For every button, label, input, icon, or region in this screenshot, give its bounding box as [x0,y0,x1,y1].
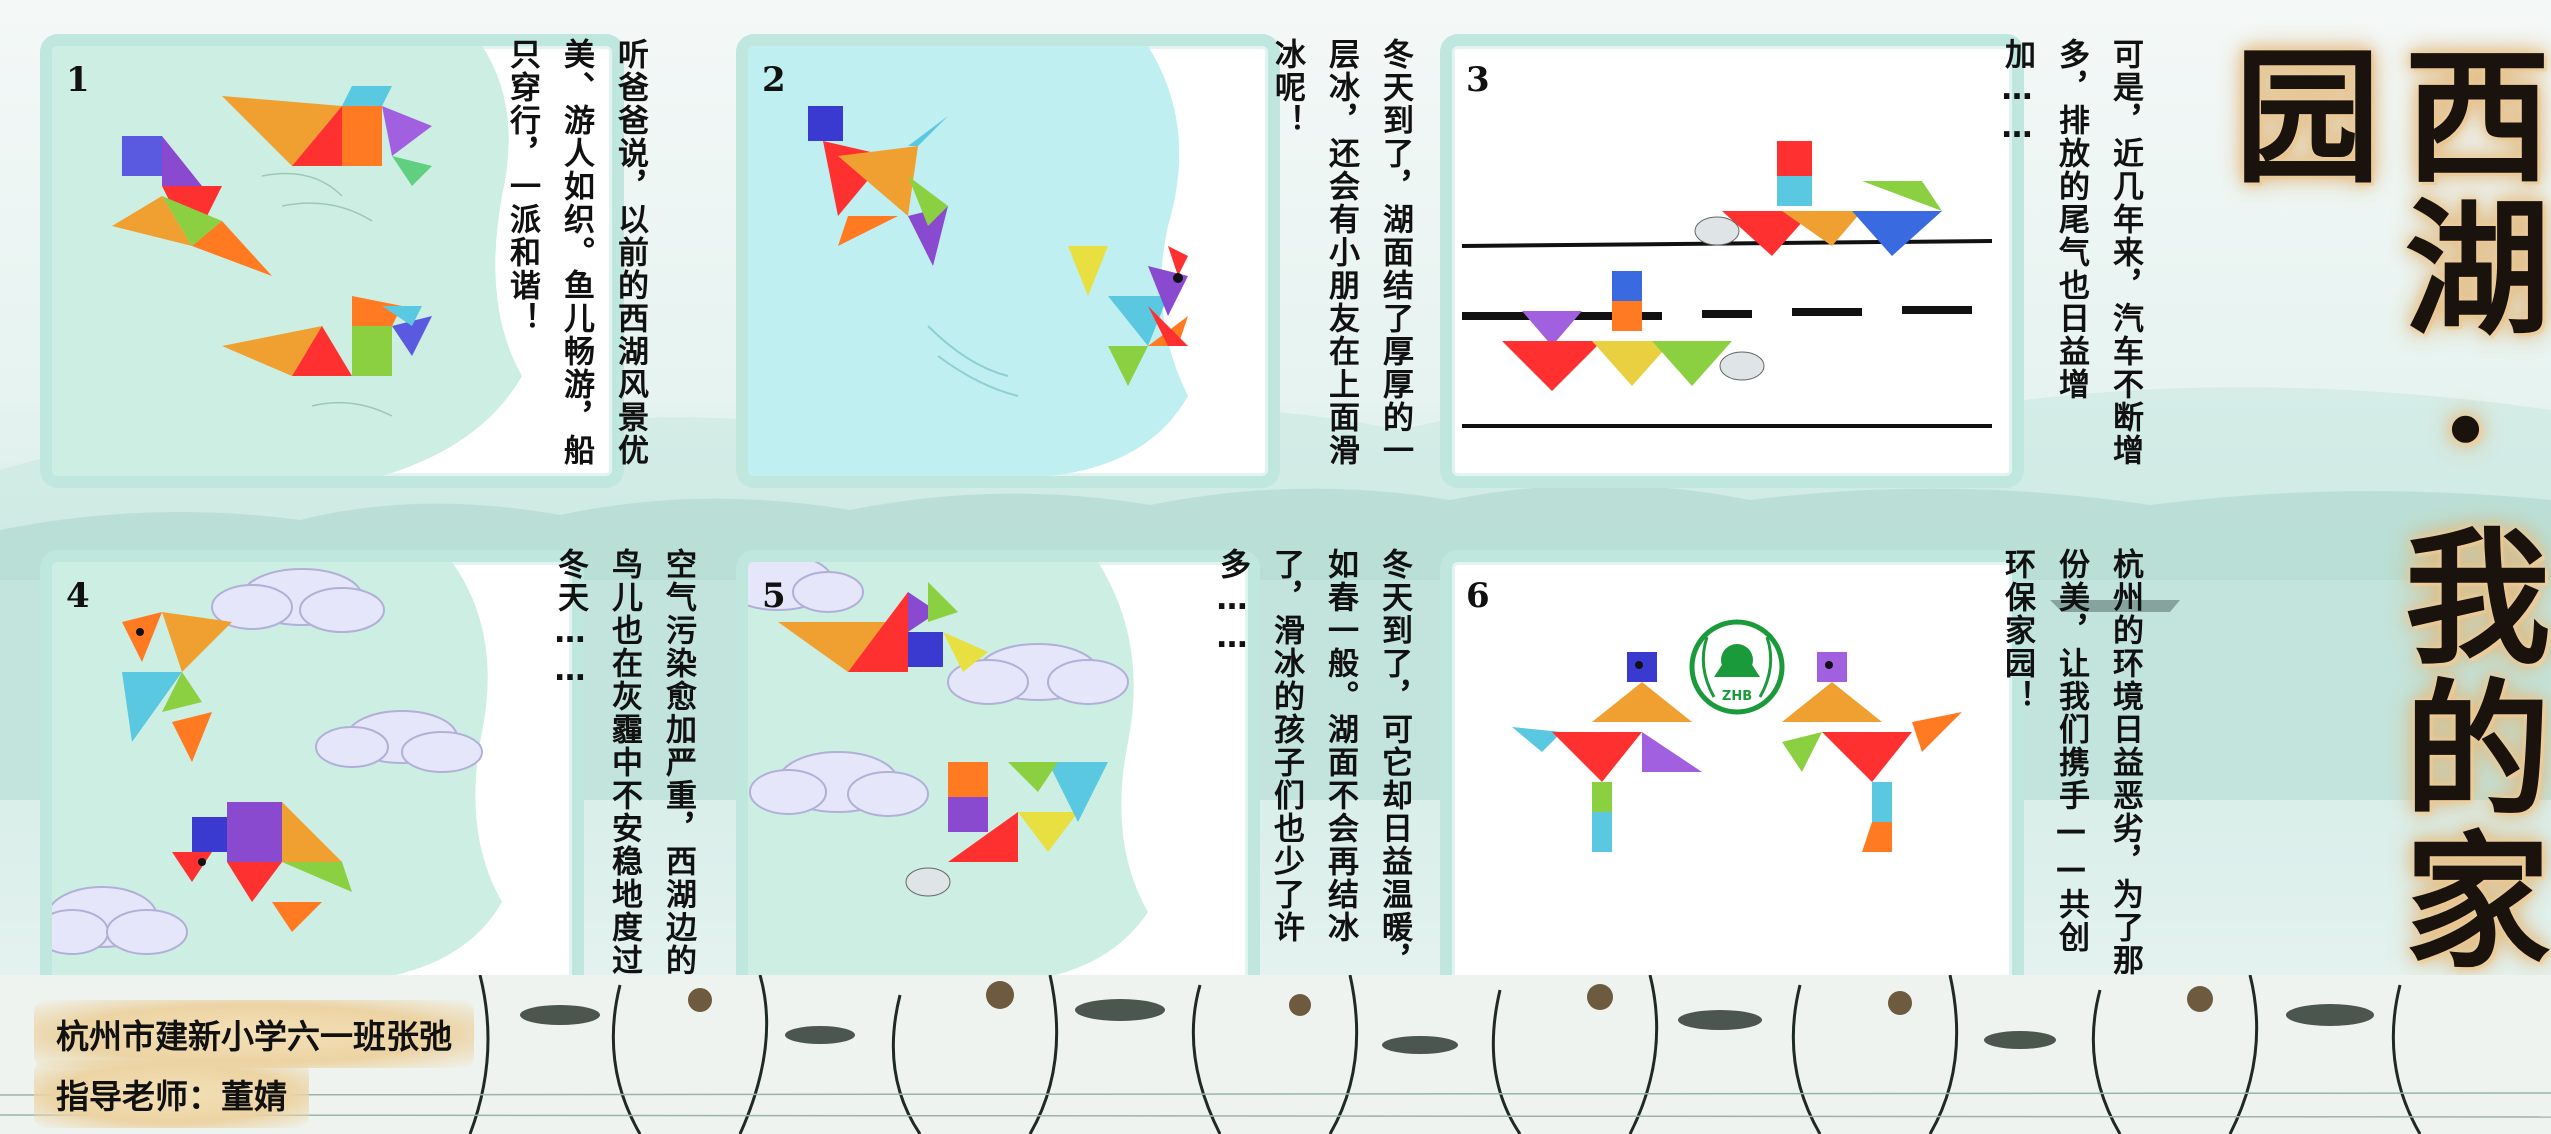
panel-number: 1 [66,60,90,100]
tangram-fish [122,136,162,176]
panel-3-scene [1461,141,1993,428]
panel-3-caption: 可是，近几年来，汽车不断增多，排放的尾气也日益增加…… [1999,38,2143,467]
panel-6-scene: ZHB [1512,619,1962,852]
panel-4-caption: 空气污染愈加严重，西湖边的鸟儿也在灰霾中不安稳地度过冬天…… [552,548,696,977]
cloud [52,568,483,955]
panel-number: 2 [762,60,786,100]
panel-1-scene [52,46,522,476]
tangram-car [1777,141,1812,176]
teacher-credit: 指导老师：董婧 [34,1060,309,1128]
panel-2: 2 [736,34,1280,488]
panel-3: 3 [1440,34,2024,488]
panel-5-caption: 冬天到了，可它却日益温暖，如春一般。湖面不会再结冰了，滑冰的孩子们也少了许多…… [1214,548,1412,977]
panel-number: 6 [1466,576,1490,616]
zhb-logo-icon: ZHB [1689,619,1785,715]
logo-text: ZHB [1722,689,1752,704]
panel-4-scene [52,562,502,982]
panel-6-caption: 杭州的环境日益恶劣，为了那份美，让我们携手——共创环保家园！ [1999,548,2143,977]
panel-1-caption: 听爸爸说，以前的西湖风景优美、游人如织。鱼儿畅游，船只穿行，一派和谐！ [504,38,648,467]
panel-number: 4 [66,576,90,616]
panel-2-caption: 冬天到了，湖面结了厚厚的一层冰，还会有小朋友在上面滑冰呢！ [1269,38,1413,467]
panel-number: 5 [762,576,786,616]
panel-number: 3 [1466,60,1490,100]
panel-4: 4 [40,550,584,994]
author-credit: 杭州市建新小学六一班张弛 [34,1000,474,1068]
panel-5-scene [748,562,1148,982]
panel-2-scene [748,46,1188,476]
poster-title: 西湖·我的家园 [2210,40,2551,977]
cloud [748,562,1129,817]
panel-1: 1 [40,34,624,488]
panel-6: ZHB 6 [1440,550,2024,994]
tangram-bird [808,106,843,141]
panel-5: 5 [736,550,1260,994]
